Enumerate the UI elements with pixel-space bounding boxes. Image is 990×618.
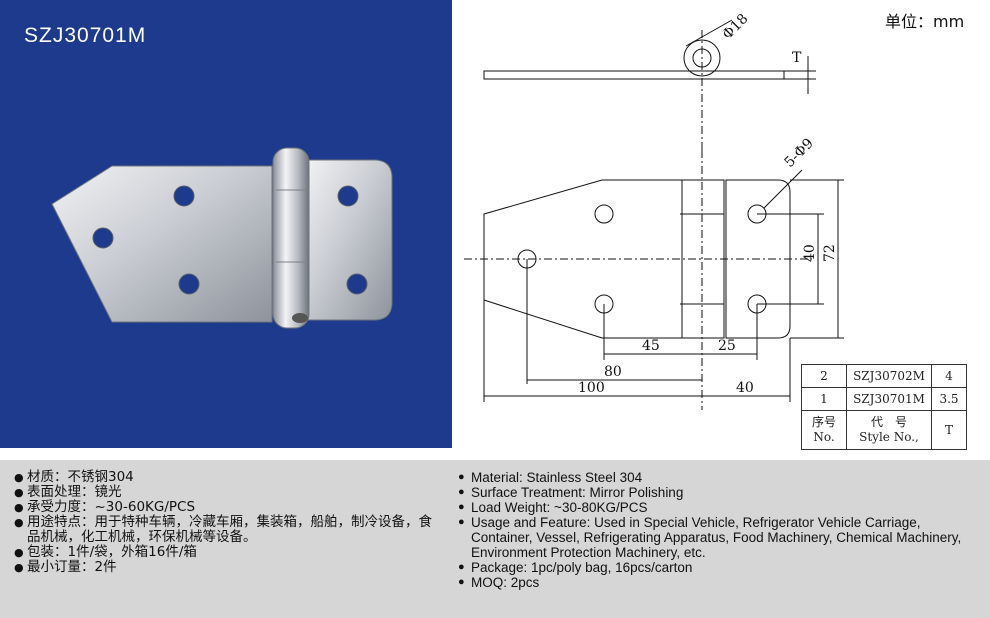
- specs-english: Material: Stainless Steel 304 Surface Tr…: [458, 470, 978, 590]
- list-item: 表面处理：镜光: [14, 485, 434, 501]
- holes-label: 5-Φ9: [782, 135, 817, 170]
- specs-panel: 材质：不锈钢304 表面处理：镜光 承受力度：~30-60KG/PCS 用途特点…: [0, 460, 990, 618]
- list-item: 材质：不锈钢304: [14, 470, 434, 486]
- specs-chinese: 材质：不锈钢304 表面处理：镜光 承受力度：~30-60KG/PCS 用途特点…: [14, 470, 434, 576]
- table-row: 2 SZJ30702M 4: [801, 364, 967, 388]
- list-item: Package: 1pc/poly bag, 16pcs/carton: [458, 560, 978, 575]
- model-title: SZJ30701M: [24, 24, 147, 47]
- list-item: 包装：1件/袋，外箱16件/箱: [14, 545, 434, 561]
- dim-72: 72: [822, 244, 838, 262]
- list-item: Load Weight: ~30-80KG/PCS: [458, 500, 978, 515]
- list-item: Material: Stainless Steel 304: [458, 470, 978, 485]
- hinge-photo: [51, 147, 393, 329]
- dim-40: 40: [802, 244, 818, 262]
- dim-45: 45: [642, 338, 660, 354]
- list-item: 承受力度：~30-60KG/PCS: [14, 500, 434, 516]
- unit-label: 单位：mm: [885, 12, 965, 31]
- list-item: 用途特点：用于特种车辆，冷藏车厢，集装箱，船舶，制冷设备，食品机械，化工机械，环…: [14, 515, 434, 545]
- technical-drawing: Φ18 T 5-Φ9 40 72 45 25 80 100 40: [464, 11, 844, 410]
- table-row: 1 SZJ30701M 3.5: [801, 387, 967, 411]
- dim-80: 80: [604, 364, 622, 380]
- dim-25: 25: [718, 338, 736, 354]
- list-item: MOQ: 2pcs: [458, 575, 978, 590]
- pin-diameter-label: Φ18: [720, 11, 752, 43]
- side-view-plate: [483, 70, 785, 80]
- right-leaf-outline: [725, 179, 791, 339]
- dim-40-bottom: 40: [736, 380, 754, 396]
- product-photo-panel: SZJ30701M: [0, 0, 452, 448]
- thickness-label: T: [792, 50, 802, 66]
- dim-100: 100: [578, 380, 605, 396]
- list-item: Surface Treatment: Mirror Polishing: [458, 485, 978, 500]
- side-view-barrel-outer: [683, 39, 721, 77]
- list-item: Usage and Feature: Used in Special Vehic…: [458, 515, 978, 560]
- list-item: 最小订量：2件: [14, 560, 434, 576]
